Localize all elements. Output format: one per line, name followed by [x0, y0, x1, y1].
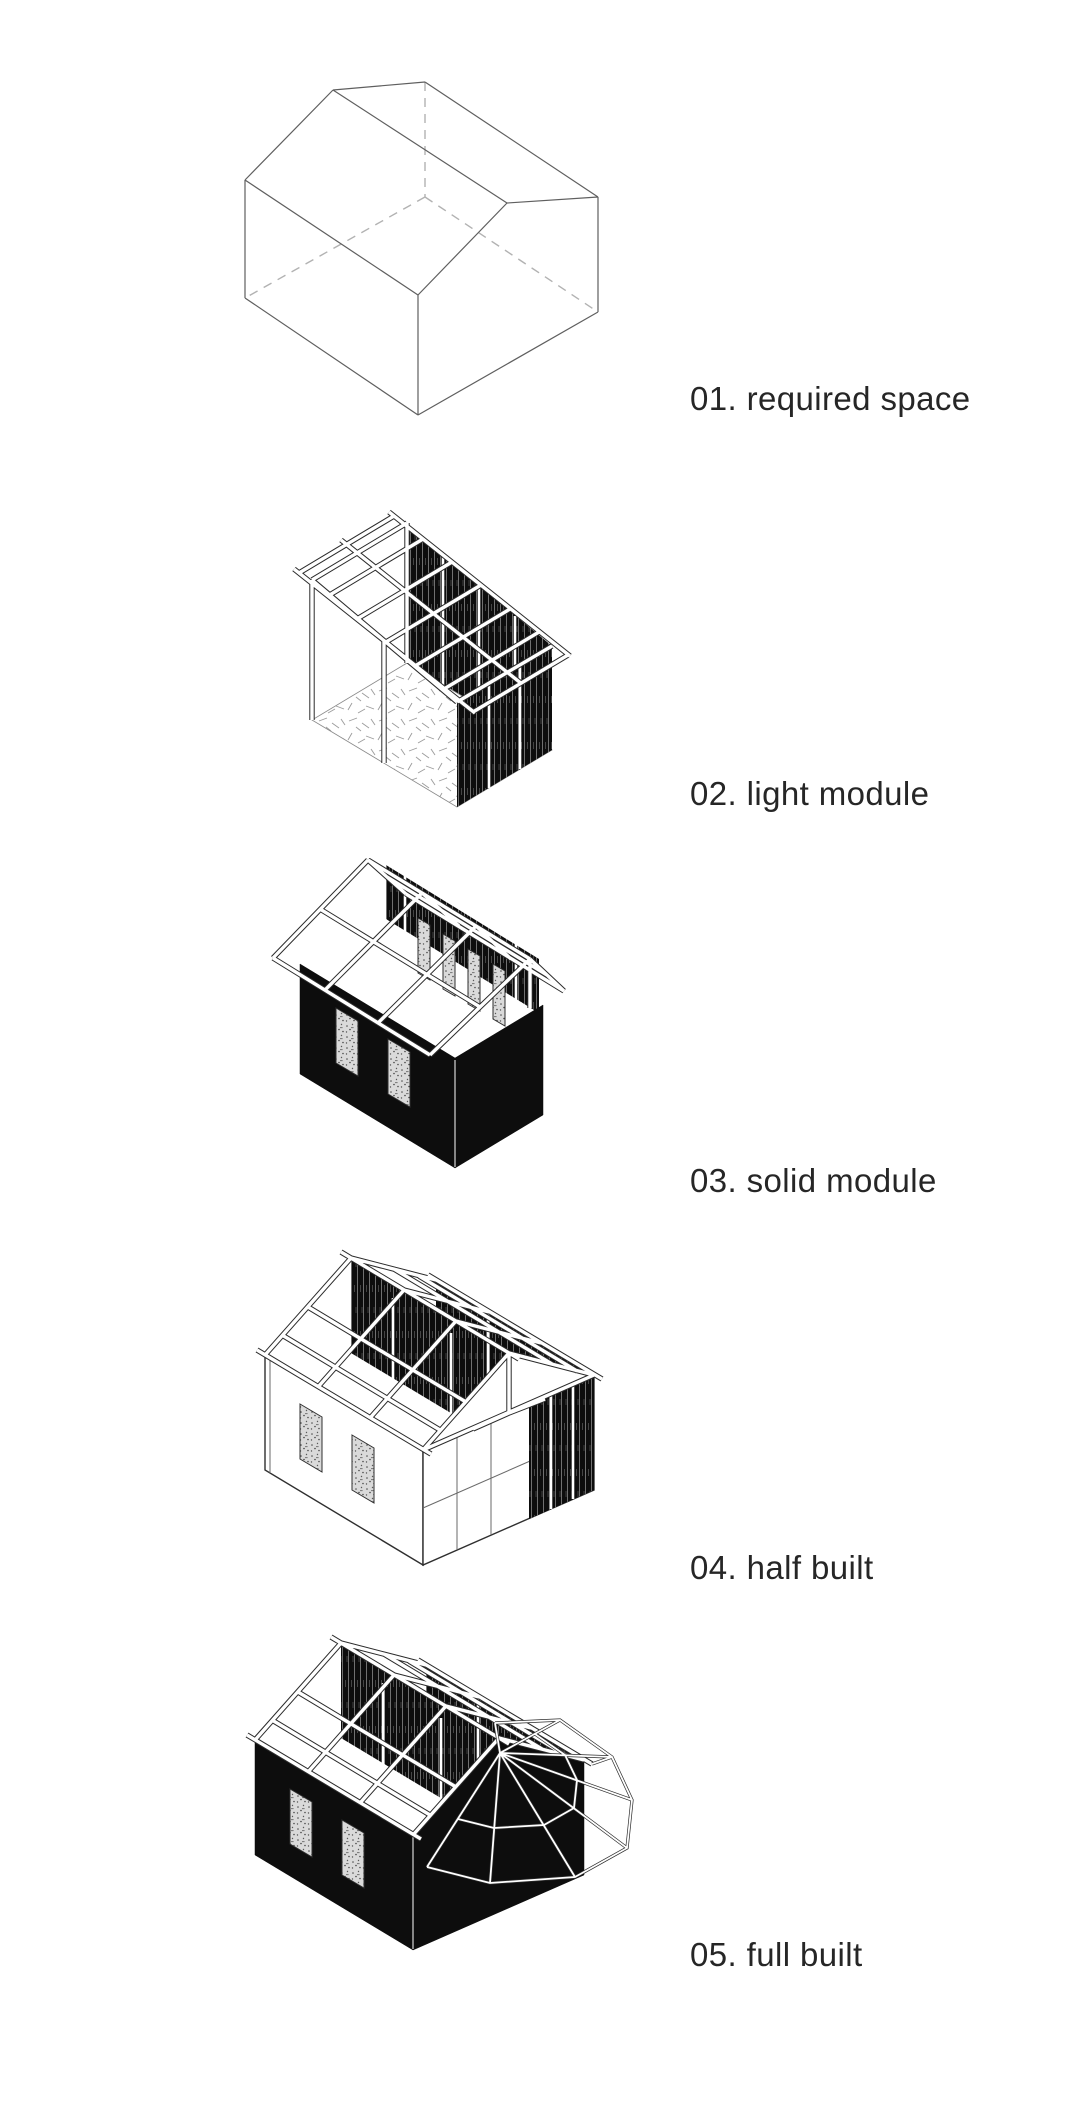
drawing-solid-module — [271, 858, 566, 1169]
solid-module-front-wall — [299, 963, 456, 1169]
half-built-slat-wall — [529, 1375, 594, 1519]
window — [335, 1007, 359, 1077]
fan-extension-frame — [425, 1718, 634, 1885]
window — [351, 1434, 375, 1504]
light-module-end-wall — [457, 646, 552, 807]
step-label-required-space: 01. required space — [690, 380, 971, 417]
drawing-light-module — [292, 509, 572, 808]
step-label-half-built: 04. half built — [690, 1549, 874, 1586]
step-label-light-module: 02. light module — [690, 775, 930, 812]
window — [299, 1403, 323, 1473]
drawing-required-space — [244, 81, 599, 416]
drawing-half-built — [255, 1249, 604, 1567]
solid-module-side-wall — [454, 1004, 544, 1169]
window — [341, 1819, 365, 1889]
step-label-solid-module: 03. solid module — [690, 1162, 937, 1199]
step-label-full-built: 05. full built — [690, 1936, 863, 1973]
window — [387, 1038, 411, 1108]
window — [289, 1788, 313, 1858]
drawing-full-built — [245, 1634, 634, 1951]
